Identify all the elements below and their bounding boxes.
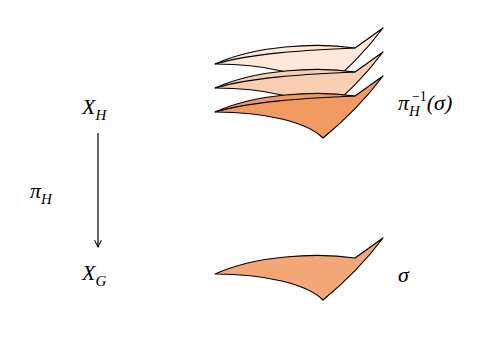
- base-sheet: [215, 238, 383, 300]
- space-label: XH: [82, 96, 106, 118]
- space-label: XG: [82, 262, 106, 284]
- map-label: πH: [30, 180, 52, 202]
- simplex-label: σ: [398, 264, 409, 286]
- preimage-label: πH−1(σ): [398, 92, 452, 114]
- sheet-stack: [215, 28, 383, 138]
- projection-arrow: [97, 133, 98, 247]
